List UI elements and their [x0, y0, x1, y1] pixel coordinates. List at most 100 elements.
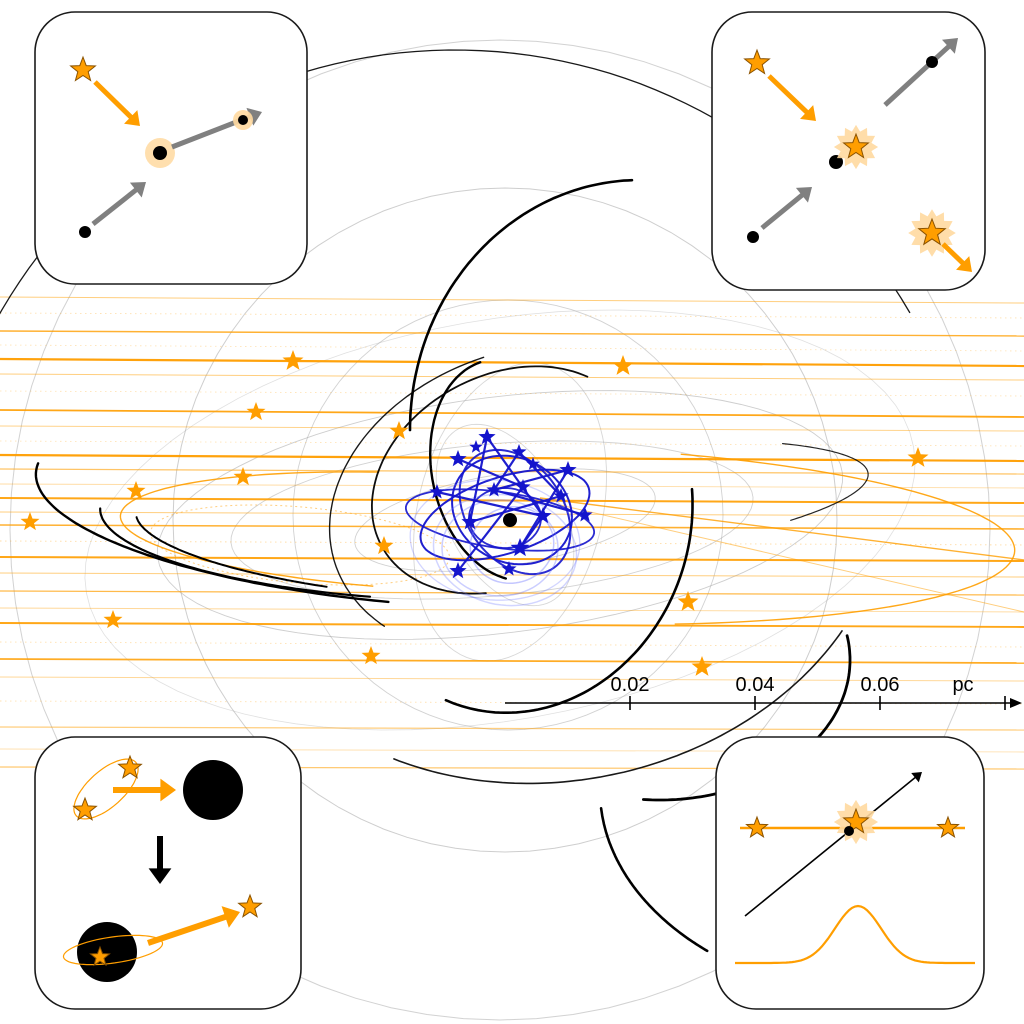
s-star-icon	[526, 457, 540, 470]
black-orbit-arc	[428, 361, 507, 580]
trajectory-line	[0, 344, 1024, 352]
black-hole-icon	[183, 760, 243, 820]
mechanism-insets	[34, 11, 986, 1010]
s-star-orbit-segment	[493, 468, 569, 492]
arrow-head-icon	[221, 906, 240, 928]
black-orbit-arc	[328, 356, 485, 627]
star-icon	[936, 815, 960, 839]
trajectory-line	[0, 700, 1024, 705]
trajectory-line	[0, 390, 1024, 397]
s-star-orbit-segment	[468, 436, 489, 523]
star-icon	[117, 754, 143, 779]
point-mass-icon	[79, 226, 91, 238]
black-orbit-arc	[782, 443, 869, 521]
ejected-star-icon	[126, 481, 146, 500]
arrow-head-icon	[160, 778, 176, 802]
orange-orbit-arc	[150, 504, 450, 586]
point-mass-icon	[238, 115, 248, 125]
black-orbit-arc	[444, 487, 694, 714]
central-black-hole-dot	[503, 513, 517, 527]
s-star-orbit-segment	[436, 490, 544, 518]
star-icon	[743, 48, 771, 75]
s-star-orbit	[469, 505, 555, 585]
ejected-star-icon	[103, 610, 123, 629]
inset-collision-ejection	[711, 11, 986, 291]
ejected-star-icon	[20, 512, 40, 531]
trajectory-line	[0, 658, 1024, 664]
arrow-line	[941, 242, 966, 267]
inset-hills-mechanism	[34, 736, 302, 1010]
star-icon	[237, 893, 263, 918]
point-mass-icon	[844, 826, 854, 836]
gray-orbit	[435, 423, 575, 607]
ejected-star-icon	[374, 536, 394, 555]
black-orbit-arc	[135, 516, 328, 588]
trajectory-line	[0, 440, 1024, 447]
axis-tick-label: 0.06	[861, 674, 900, 696]
trajectory-line	[0, 726, 1024, 731]
star-icon	[89, 945, 111, 967]
trajectory-line	[0, 622, 1024, 628]
axis-arrow-head-icon	[1010, 698, 1022, 708]
arrow-head-icon	[148, 868, 172, 884]
inset-frame	[715, 736, 985, 1010]
s-star-icon	[511, 444, 527, 459]
arrow-head-icon	[124, 110, 140, 126]
gray-orbit	[413, 362, 607, 662]
axis-tick-label: 0.04	[736, 674, 775, 696]
s-star-icon	[486, 482, 502, 497]
point-mass-icon	[926, 56, 938, 68]
ejected-star-icon	[282, 350, 304, 370]
ejected-star-icon	[389, 421, 409, 440]
s-star-orbit-segment	[519, 469, 569, 549]
arrow-line	[767, 74, 810, 116]
gray-orbit	[84, 309, 916, 731]
trajectory-line	[0, 572, 1024, 578]
point-mass-icon	[829, 155, 843, 169]
s-star-icon	[478, 428, 496, 445]
arrow-line	[744, 775, 918, 917]
ejected-star-icon	[691, 656, 713, 676]
s-star-orbit	[451, 454, 573, 566]
trajectory-line	[0, 409, 1024, 418]
s-star-icon	[510, 538, 530, 557]
arrow-head-icon	[129, 182, 146, 198]
s-star-icon	[501, 561, 517, 576]
s-star-orbit	[405, 488, 595, 552]
s-star-icon	[559, 461, 577, 478]
black-orbit-arc	[408, 178, 634, 432]
orbit-ellipse-icon	[62, 934, 164, 966]
black-orbit-arc	[370, 365, 589, 595]
trajectory-line	[0, 590, 1024, 596]
trajectory-line	[0, 425, 1024, 432]
trajectory-line	[0, 524, 1024, 530]
arrow-line	[91, 186, 139, 226]
gaussian-curve	[735, 904, 975, 965]
arrow-line	[883, 43, 952, 107]
ejected-star-icon	[677, 591, 699, 611]
arrow-head-icon	[911, 772, 922, 783]
trajectory-line	[539, 497, 1024, 561]
s-star-orbit-segment	[518, 451, 562, 497]
arrow-line	[93, 80, 134, 121]
black-orbit-arc	[34, 462, 390, 604]
s-star-orbit-segment	[457, 457, 524, 489]
s-star-icon	[577, 507, 593, 522]
s-star-orbit	[458, 448, 572, 576]
s-star-orbit	[432, 493, 578, 607]
s-star-icon	[429, 484, 445, 499]
ejected-stars-layer	[20, 350, 929, 676]
arrow-line	[760, 192, 806, 230]
ejected-star-icon	[233, 467, 253, 486]
s-star-icon	[469, 440, 483, 453]
gray-orbit	[230, 440, 754, 600]
trajectory-line	[0, 556, 1024, 562]
star-icon	[72, 796, 98, 821]
arrow-line	[147, 913, 229, 946]
arrow-head-icon	[795, 187, 812, 203]
ejected-star-icon	[361, 646, 381, 665]
trajectory-line	[0, 312, 1024, 319]
black-orbit-arc	[393, 630, 843, 785]
